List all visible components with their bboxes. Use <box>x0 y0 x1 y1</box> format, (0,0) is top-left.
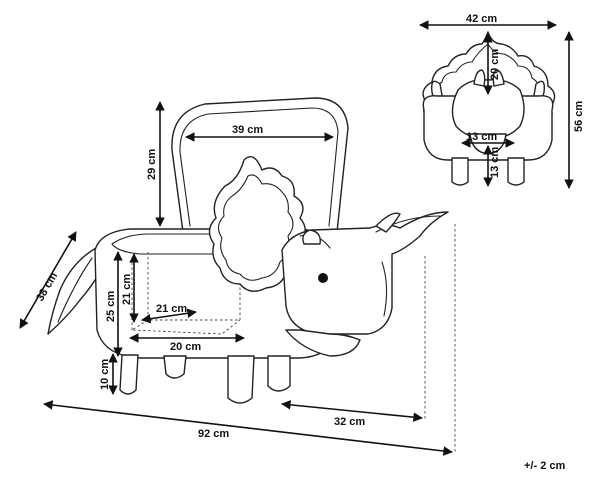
dimension-labels: 39 cm 29 cm 38 cm 25 cm 21 cm 21 cm 20 c… <box>34 13 585 472</box>
label-inner-height: 21 cm <box>121 274 133 305</box>
label-horn-height: 13 cm <box>489 147 501 178</box>
label-total-height: 56 cm <box>573 101 585 132</box>
open-lid <box>171 97 349 233</box>
nose-horn <box>302 229 321 245</box>
label-total-length: 92 cm <box>198 428 229 440</box>
head <box>281 211 449 335</box>
eye <box>318 273 328 283</box>
label-horn-width: 13 cm <box>466 131 497 143</box>
label-lid-width: 39 cm <box>232 124 263 136</box>
label-crest-height: 20 cm <box>489 49 501 80</box>
front-dimensions <box>419 20 574 189</box>
leg-front-left <box>227 355 255 404</box>
tail <box>47 247 101 335</box>
label-lid-height: 29 cm <box>146 149 158 180</box>
label-leg-height: 10 cm <box>99 359 111 390</box>
label-front-width: 42 cm <box>466 13 497 25</box>
leg-back-right <box>163 355 187 379</box>
tolerance-note: +/- 2 cm <box>524 460 565 472</box>
side-dimensions <box>19 101 453 456</box>
leg-back-left <box>119 354 139 395</box>
label-inner-width: 20 cm <box>170 341 201 353</box>
leg-front-right <box>267 355 291 392</box>
label-body-height: 25 cm <box>105 291 117 322</box>
side-view-stool <box>47 97 456 454</box>
label-head-length: 32 cm <box>334 416 365 428</box>
label-inner-depth: 21 cm <box>156 303 187 315</box>
